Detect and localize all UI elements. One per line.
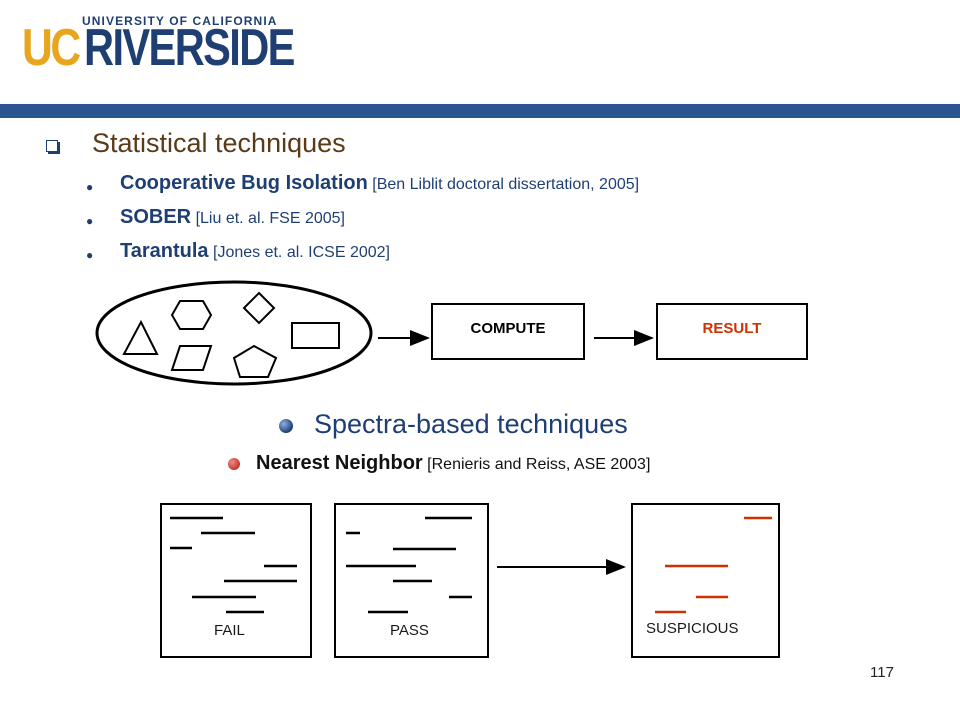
red-ball-bullet-icon [228,458,240,470]
result-label: RESULT [702,320,762,337]
compute-box: COMPUTE [431,303,585,360]
suspicious-spectrum-lines [655,516,772,614]
spectra-lines [170,516,772,614]
item-ref: [Jones et. al. ICSE 2002] [208,244,390,261]
item-ref: [Renieris and Reiss, ASE 2003] [422,456,651,473]
statistical-diagram [95,280,654,386]
pentagon-shape [232,344,278,378]
nearest-neighbor-item: Nearest Neighbor [Renieris and Reiss, AS… [256,452,650,475]
blue-ball-bullet-icon [279,419,293,433]
item-sober: SOBER [Liu et. al. FSE 2005] [120,206,345,229]
statistical-techniques-heading: Statistical techniques [92,128,346,158]
page-number: 117 [870,664,894,681]
compute-label: COMPUTE [470,320,546,337]
triangle-shape [122,319,159,355]
fail-spectrum-lines [170,516,297,614]
item-name: Nearest Neighbor [256,452,423,474]
program-runs-ellipse [95,280,373,386]
suspicious-spectrum-box: SUSPICIOUS [631,503,780,658]
parallelogram-shape [170,345,213,371]
spectra-based-techniques-heading: Spectra-based techniques [314,409,628,439]
suspicious-label: SUSPICIOUS [646,620,739,637]
fail-label: FAIL [214,622,245,639]
logo-uc: UC [22,19,81,77]
diamond-shape [242,291,276,325]
item-tarantula: Tarantula [Jones et. al. ICSE 2002] [120,240,390,263]
pass-spectrum-lines [346,516,472,614]
item-ref: [Ben Liblit doctoral dissertation, 2005] [367,176,640,193]
result-box: RESULT [656,303,808,360]
pass-label: PASS [390,622,429,639]
checkbox-bullet-icon [46,140,58,152]
bullet-icon: ● [86,214,94,228]
hexagon-shape [170,300,213,330]
item-name: Tarantula [120,240,209,262]
item-cooperative-bug-isolation: Cooperative Bug Isolation [Ben Liblit do… [120,172,639,195]
item-name: Cooperative Bug Isolation [120,172,368,194]
logo-riverside: RIVERSIDE [84,19,295,77]
rectangle-shape [291,322,340,349]
bullet-icon: ● [86,180,94,194]
bullet-icon: ● [86,248,94,262]
item-name: SOBER [120,206,192,228]
header-bar [0,104,960,118]
logo-university-text: UNIVERSITY OF CALIFORNIA [82,14,278,28]
item-ref: [Liu et. al. FSE 2005] [191,210,345,227]
